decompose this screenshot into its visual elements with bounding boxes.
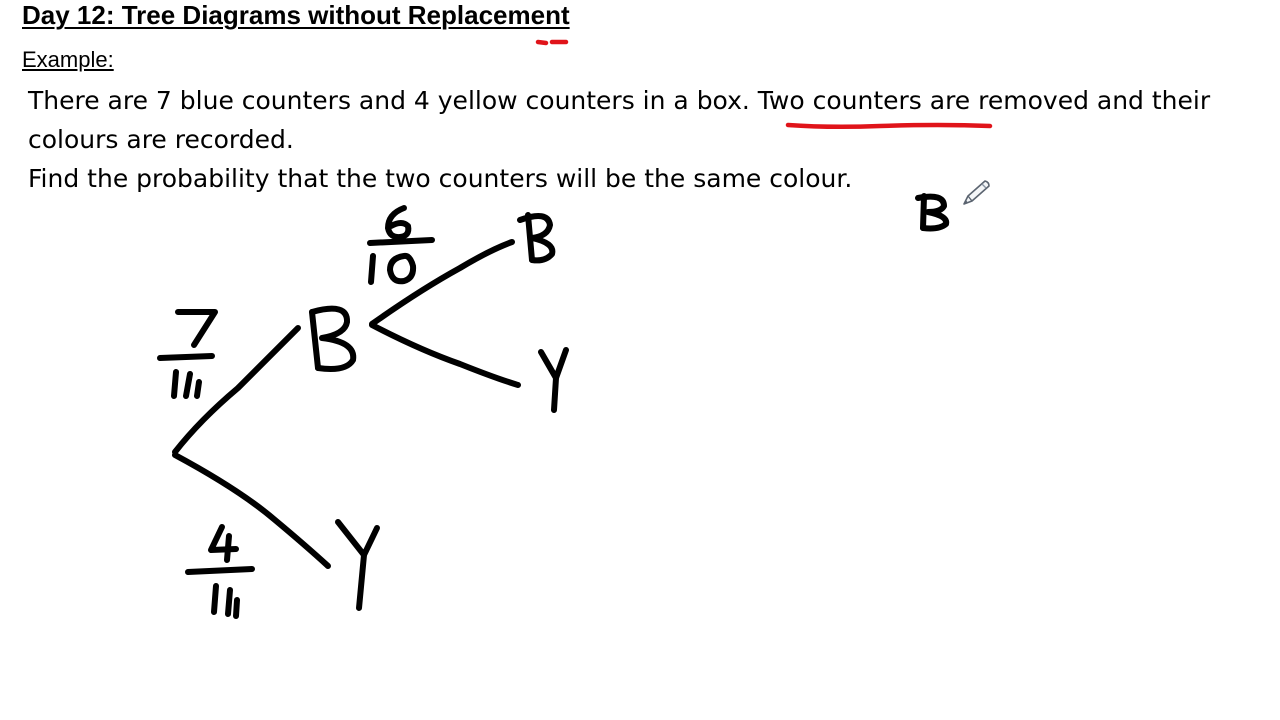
problem-line-1: There are 7 blue counters and 4 yellow c… [28, 86, 1211, 115]
fraction-4-over-11 [185, 524, 255, 619]
problem-line-2: colours are recorded. [28, 125, 294, 154]
pencil-icon [963, 180, 990, 205]
branch-blue-to-yellow [369, 322, 521, 388]
branch-blue-to-blue [369, 239, 515, 327]
node-y-first [335, 519, 380, 611]
page-title: Day 12: Tree Diagrams without Replacemen… [22, 0, 570, 30]
branch-root-to-blue [172, 325, 301, 455]
node-y-second [538, 347, 569, 413]
problem-statement: There are 7 blue counters and 4 yellow c… [28, 81, 1273, 198]
example-label: Example: [22, 47, 114, 72]
fraction-6-over-10 [367, 205, 435, 285]
fraction-7-over-11 [157, 309, 218, 399]
red-dots-mark [535, 39, 569, 46]
node-b-partial [915, 193, 950, 232]
node-b-second [517, 212, 556, 264]
problem-line-3: Find the probability that the two counte… [28, 164, 853, 193]
branch-root-to-yellow [172, 452, 331, 569]
node-b-first [309, 305, 357, 372]
